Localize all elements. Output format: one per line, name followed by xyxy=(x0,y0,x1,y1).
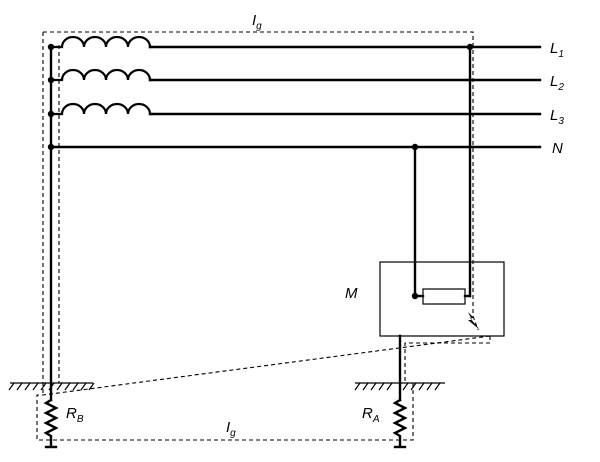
motor-label: M xyxy=(345,285,358,302)
line-l3-label: L3 xyxy=(550,107,564,127)
fault-arrow-icon xyxy=(468,312,480,330)
fault-current-top-label: Ig xyxy=(252,12,262,32)
junction-nodes xyxy=(47,43,474,300)
conductors xyxy=(49,45,542,402)
transformer-windings xyxy=(51,35,153,116)
ground-source xyxy=(8,382,95,391)
line-l2-label: L2 xyxy=(550,73,564,93)
earth-resistor-rb xyxy=(43,398,59,449)
resistor-rb-label: RB xyxy=(66,405,84,425)
fault-current-path xyxy=(36,31,491,441)
winding-l2 xyxy=(51,68,153,82)
earth-resistor-ra xyxy=(392,398,408,449)
resistor-ra-label: RA xyxy=(362,405,380,425)
motor-winding xyxy=(422,288,466,305)
winding-l3 xyxy=(51,102,153,116)
motor-enclosure xyxy=(379,261,505,337)
fault-current-bottom-label: Ig xyxy=(226,419,236,439)
ground-load xyxy=(354,382,445,391)
winding-l1 xyxy=(51,35,153,49)
neutral-label: N xyxy=(552,140,563,157)
line-l1-label: L1 xyxy=(550,40,564,60)
